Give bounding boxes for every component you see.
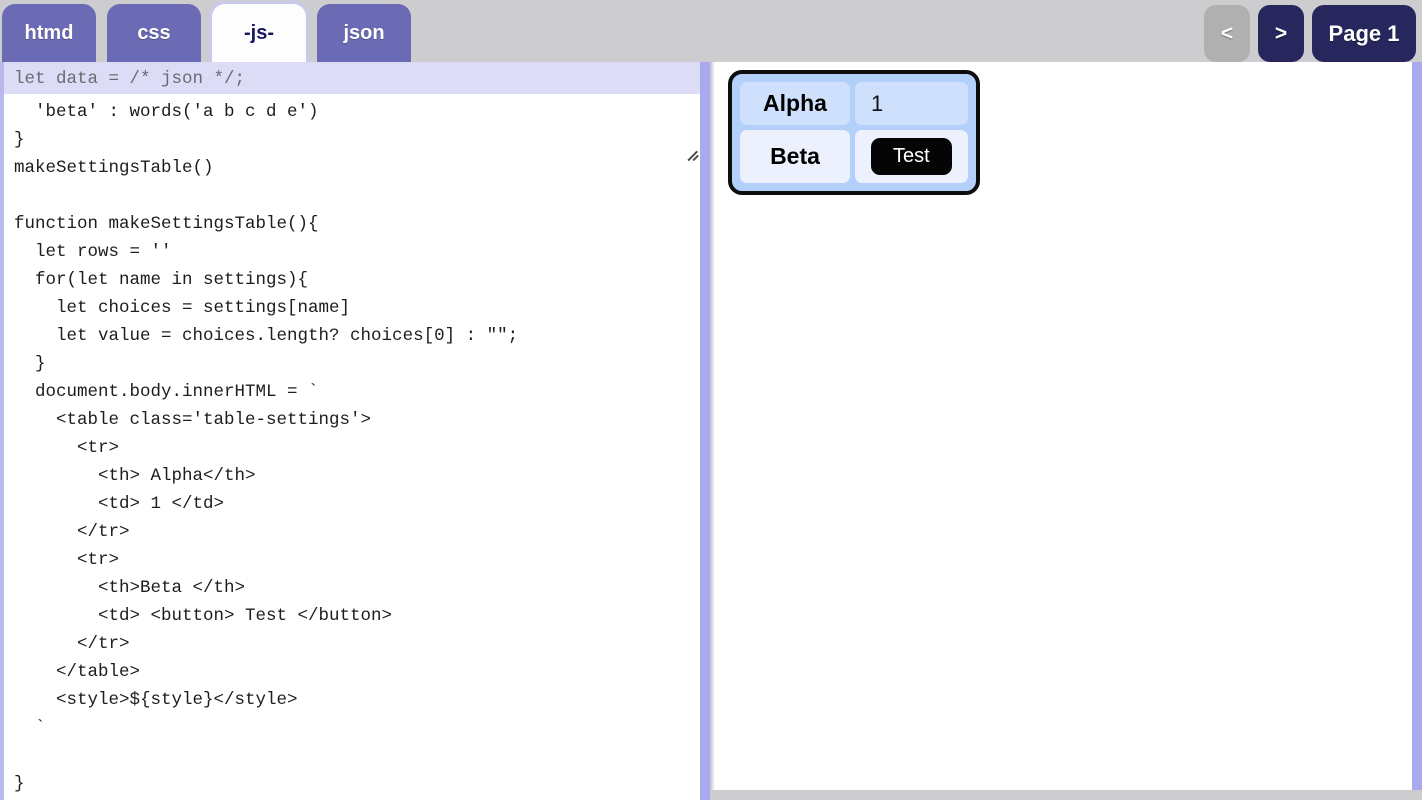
next-page-button[interactable]: > — [1258, 5, 1304, 62]
prev-page-button[interactable]: < — [1204, 5, 1250, 62]
editor-pane — [0, 62, 710, 800]
settings-row-header-alpha: Alpha — [740, 82, 850, 125]
page-navigation: < > Page 1 — [1204, 5, 1416, 62]
tab-json[interactable]: json — [317, 4, 411, 62]
settings-row-value-alpha: 1 — [855, 82, 968, 125]
editor-tab-bar: htmd css -js- json — [0, 0, 1422, 62]
table-row: Beta Test — [740, 130, 968, 183]
resize-grip-icon-header[interactable] — [686, 146, 698, 158]
tab-js[interactable]: -js- — [212, 4, 306, 62]
settings-table: Alpha 1 Beta Test — [728, 70, 980, 195]
json-data-declaration-input[interactable] — [0, 62, 710, 94]
table-row: Alpha 1 — [740, 82, 968, 125]
settings-row-value-beta: Test — [855, 130, 968, 183]
page-indicator-button[interactable]: Page 1 — [1312, 5, 1416, 62]
tab-htmd[interactable]: htmd — [2, 4, 96, 62]
js-code-editor-input[interactable] — [0, 94, 710, 800]
test-button[interactable]: Test — [871, 138, 952, 175]
tab-css[interactable]: css — [107, 4, 201, 62]
settings-row-header-beta: Beta — [740, 130, 850, 183]
preview-pane: Alpha 1 Beta Test — [712, 62, 1422, 790]
